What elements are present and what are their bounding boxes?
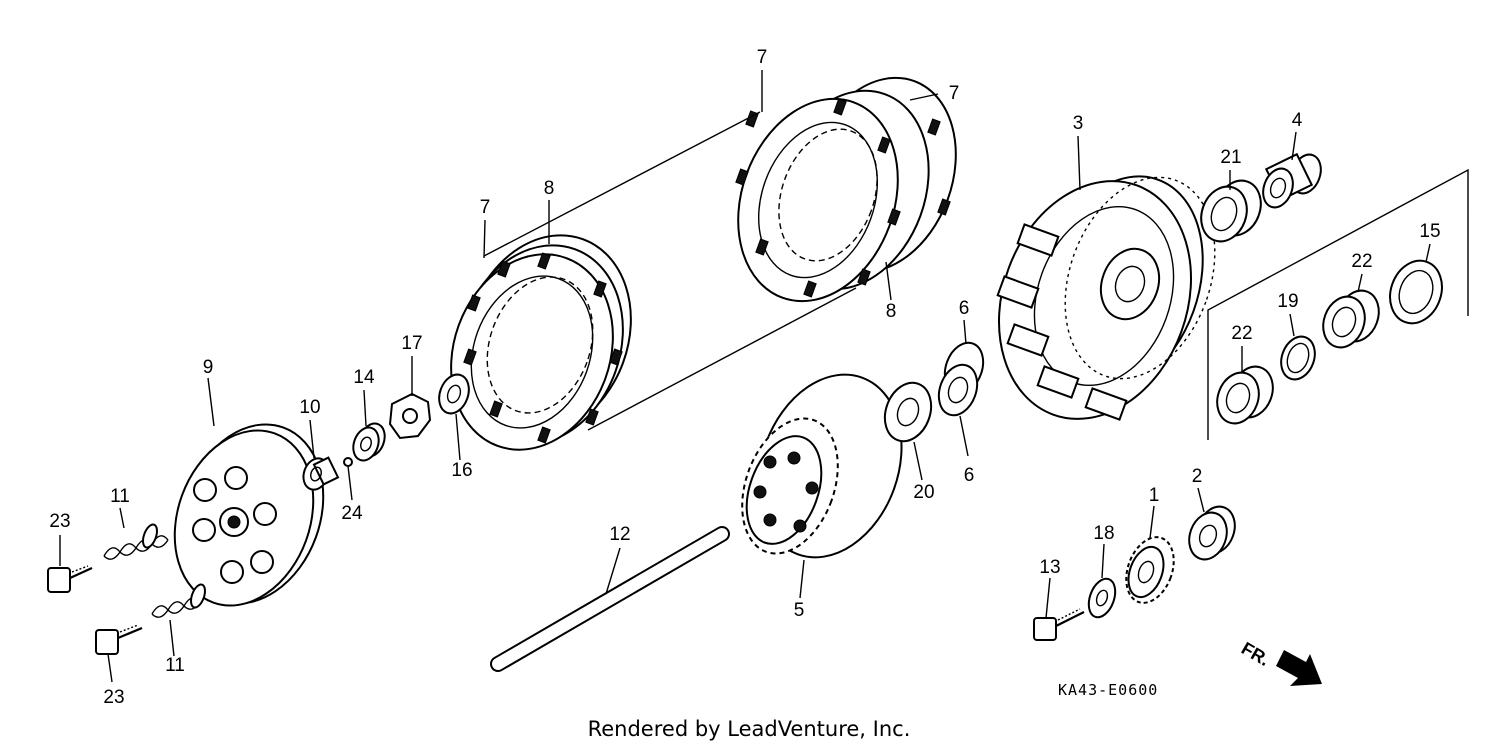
clutch-center	[741, 373, 903, 559]
washer-20	[883, 381, 933, 443]
lifter-rod-12	[490, 526, 730, 672]
clutch-spring-11-lower	[151, 583, 206, 618]
callout-6-lower: 6	[964, 465, 975, 486]
pressure-plate	[173, 423, 325, 607]
clutch-plate-stack-right	[735, 76, 957, 303]
collar-4	[1262, 152, 1322, 209]
drawing-code: KA43-E0600	[1058, 681, 1158, 699]
callout-5: 5	[794, 600, 805, 621]
callout-18: 18	[1093, 523, 1114, 544]
needle-bearing-22-upper	[1322, 289, 1380, 349]
clutch-plate-stack-left	[450, 234, 632, 451]
clutch-outer	[996, 175, 1216, 421]
oil-seal-15	[1389, 259, 1443, 325]
lifter-piece-10	[302, 456, 340, 491]
needle-bearing-22-lower	[1216, 365, 1274, 425]
bearing-14	[352, 422, 386, 462]
callout-7-top: 7	[757, 47, 768, 68]
bolt-23-upper	[47, 565, 93, 593]
callout-9: 9	[203, 357, 214, 378]
callout-8-left: 8	[544, 178, 555, 199]
callout-22-upper: 22	[1351, 251, 1372, 272]
primary-gear-1	[1125, 536, 1175, 604]
callout-11-upper: 11	[110, 486, 130, 507]
bolt-23-lower	[95, 624, 143, 655]
callout-23-lower: 23	[103, 687, 124, 708]
leader-lines	[59, 70, 1431, 683]
callout-22-lower: 22	[1231, 323, 1252, 344]
callout-1: 1	[1149, 485, 1160, 506]
callout-23-upper: 23	[49, 511, 70, 532]
washer-18	[1087, 577, 1117, 619]
callout-17: 17	[401, 333, 422, 354]
callout-21: 21	[1220, 147, 1241, 168]
front-direction-label: FR.	[1238, 638, 1273, 670]
callout-2: 2	[1192, 466, 1203, 487]
callout-16: 16	[451, 460, 472, 481]
callout-19: 19	[1277, 291, 1298, 312]
callout-15: 15	[1419, 221, 1440, 242]
callout-8-right: 8	[886, 301, 897, 322]
callout-4: 4	[1292, 110, 1303, 131]
callout-24: 24	[341, 503, 363, 524]
callout-12: 12	[609, 524, 630, 545]
callout-7-left: 7	[480, 197, 491, 218]
credit-text: Rendered by LeadVenture, Inc.	[588, 717, 911, 741]
bolt-13	[1033, 608, 1085, 641]
callout-14: 14	[353, 367, 375, 388]
callout-3: 3	[1073, 113, 1084, 134]
washer-16	[438, 373, 470, 415]
bearing-2	[1188, 505, 1236, 561]
callout-7-right: 7	[949, 83, 960, 104]
callout-6-upper: 6	[959, 298, 970, 319]
callout-20: 20	[913, 482, 934, 503]
callout-13: 13	[1039, 557, 1060, 578]
clutch-spring-11-upper	[103, 523, 169, 560]
washer-19	[1280, 335, 1316, 381]
needle-bearing-21	[1200, 179, 1262, 243]
lifter-plate-17	[388, 392, 432, 440]
ball-24	[343, 457, 353, 467]
front-direction-arrow-icon	[1276, 650, 1322, 686]
callout-10: 10	[299, 397, 320, 418]
callout-11-lower: 11	[165, 655, 185, 676]
lock-washer-6	[937, 341, 985, 417]
